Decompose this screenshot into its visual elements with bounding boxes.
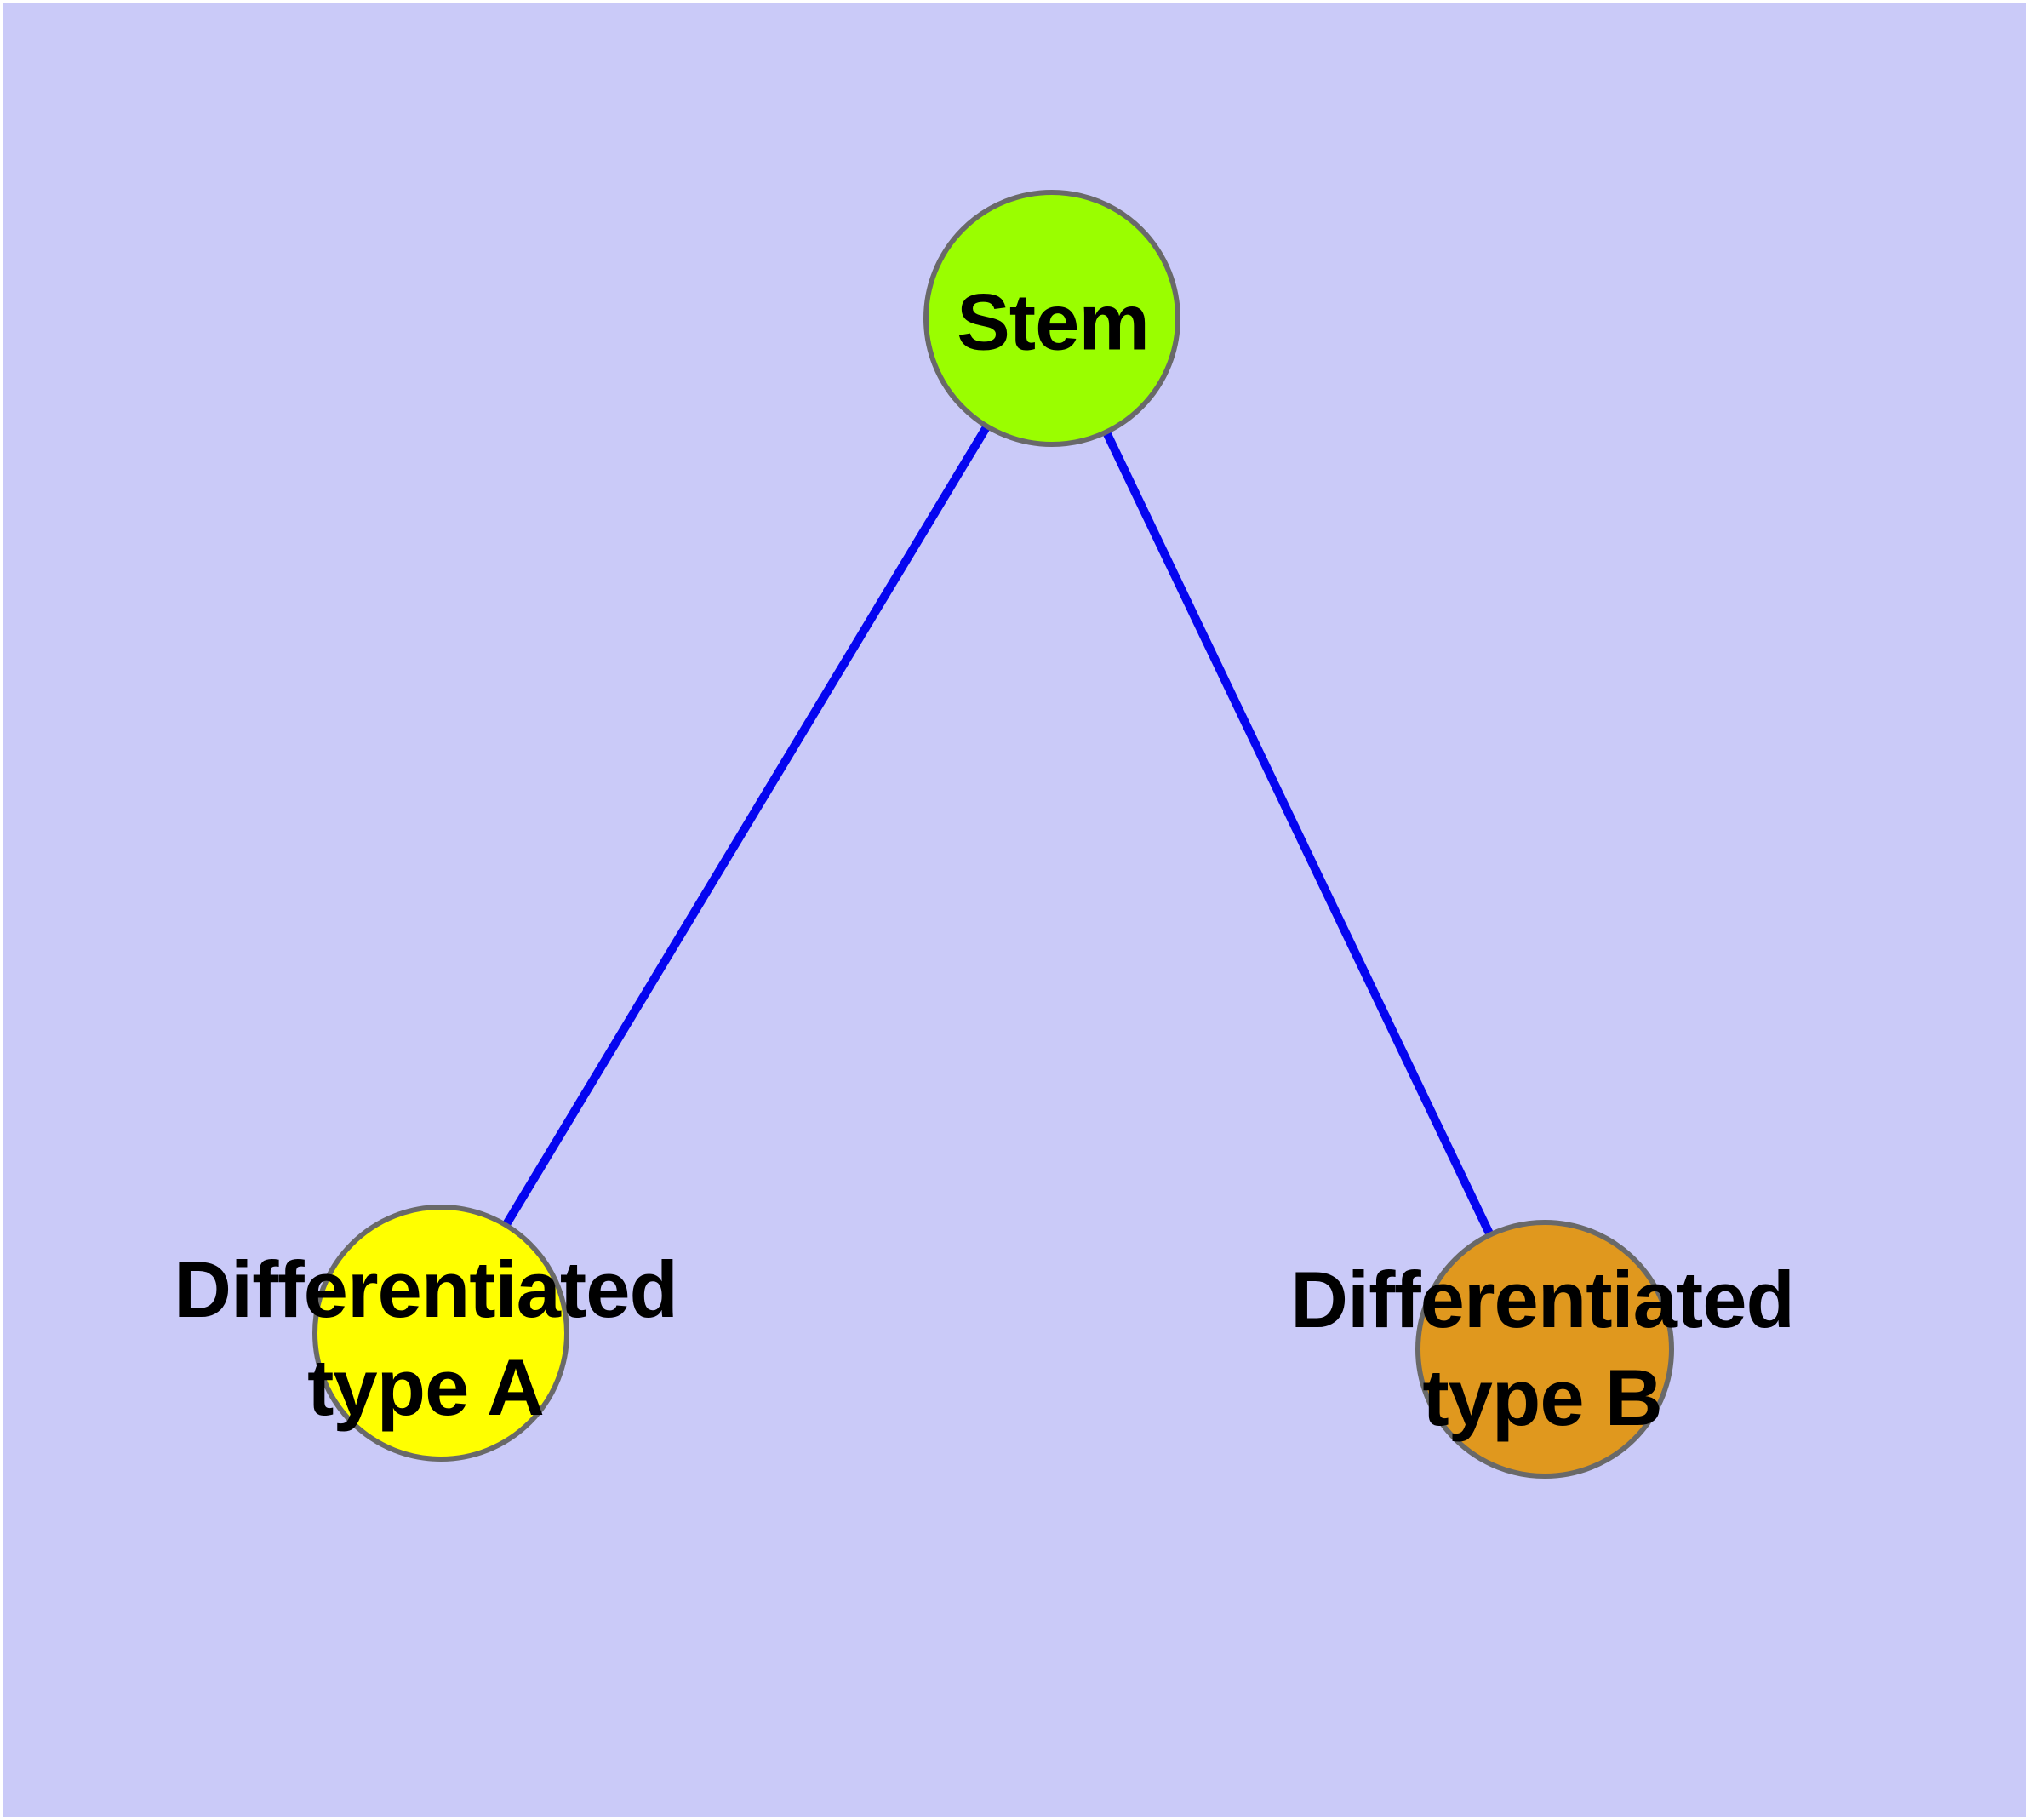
edge-stem-to-type-b — [1048, 314, 1549, 1354]
differentiated-type-a-node — [312, 1205, 569, 1462]
stem-node-label-text: Stem — [957, 277, 1150, 367]
differentiated-type-b-label: Differentiated type B — [1290, 1251, 1795, 1446]
differentiated-type-b-label-line1: Differentiated — [1290, 1255, 1795, 1344]
edge-stem-to-type-a — [437, 314, 1056, 1337]
differentiated-type-b-label-line2: type B — [1422, 1353, 1662, 1442]
stem-node-label: Stem — [957, 273, 1150, 371]
stem-node — [923, 190, 1180, 447]
differentiated-type-b-node — [1415, 1220, 1674, 1479]
differentiated-type-a-label: Differentiated type A — [174, 1240, 678, 1436]
differentiated-type-a-label-line2: type A — [307, 1342, 545, 1432]
differentiated-type-a-label-line1: Differentiated — [174, 1245, 678, 1334]
